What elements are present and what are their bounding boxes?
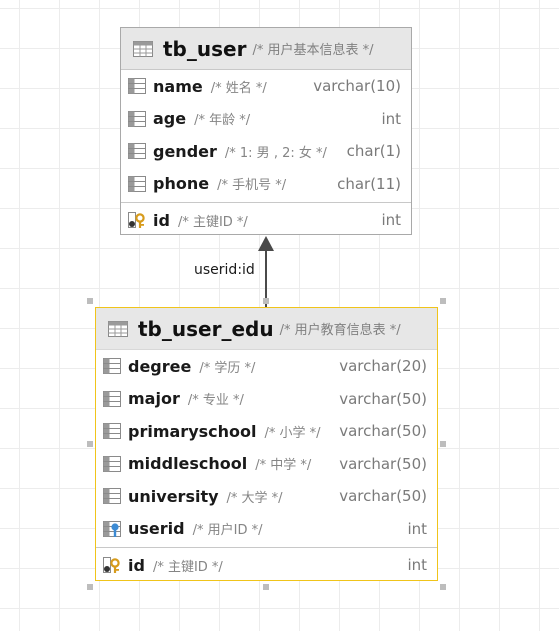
entity-name: tb_user_edu — [138, 316, 274, 341]
column-row-major[interactable]: major /* 专业 */ varchar(50) — [96, 383, 437, 416]
column-comment: /* 大学 */ — [226, 490, 283, 506]
column-name: phone — [153, 174, 210, 194]
column-row-university[interactable]: university /* 大学 */ varchar(50) — [96, 480, 437, 513]
column-icon — [127, 110, 147, 128]
resize-handle-bottom[interactable] — [263, 584, 269, 590]
column-type: char(11) — [337, 174, 401, 193]
entity-header[interactable]: tb_user_edu /* 用户教育信息表 */ — [96, 308, 437, 350]
column-comment: /* 手机号 */ — [217, 178, 287, 194]
column-row-middleschool[interactable]: middleschool /* 中学 */ varchar(50) — [96, 448, 437, 481]
entity-name: tb_user — [163, 36, 247, 61]
column-name: name — [153, 76, 203, 96]
column-type: int — [381, 109, 401, 128]
column-name: university — [128, 486, 219, 506]
column-type: int — [407, 556, 427, 575]
column-comment: /* 中学 */ — [255, 458, 312, 474]
column-icon — [127, 142, 147, 160]
resize-handle-top-right[interactable] — [440, 298, 446, 304]
column-icon — [102, 487, 122, 505]
column-icon — [102, 357, 122, 375]
column-row-degree[interactable]: degree /* 学历 */ varchar(20) — [96, 350, 437, 383]
column-icon — [102, 455, 122, 473]
column-row-name[interactable]: name /* 姓名 */ varchar(10) — [121, 70, 411, 103]
resize-handle-left[interactable] — [87, 441, 93, 447]
resize-handle-bottom-left[interactable] — [87, 584, 93, 590]
column-comment: /* 主键ID */ — [177, 214, 248, 230]
relation-line[interactable] — [265, 250, 267, 308]
table-icon — [108, 320, 128, 337]
column-name: gender — [153, 141, 217, 161]
resize-handle-top-left[interactable] — [87, 298, 93, 304]
column-name: middleschool — [128, 454, 248, 474]
column-row-userid[interactable]: userid /* 用户ID */ int — [96, 513, 437, 546]
column-icon — [102, 422, 122, 440]
column-name: major — [128, 389, 180, 409]
column-type: varchar(50) — [339, 422, 427, 441]
column-type: char(1) — [346, 142, 401, 161]
column-type: varchar(10) — [313, 77, 401, 96]
column-name: userid — [128, 519, 185, 539]
column-name: degree — [128, 356, 192, 376]
resize-handle-right[interactable] — [440, 441, 446, 447]
primary-key-icon — [127, 211, 147, 229]
primary-key-icon — [102, 556, 122, 574]
key-row-id[interactable]: id /* 主键ID */ int — [121, 204, 411, 237]
column-type: varchar(50) — [339, 487, 427, 506]
column-name: id — [128, 555, 145, 575]
column-type: varchar(50) — [339, 454, 427, 473]
key-separator — [96, 547, 437, 548]
column-type: varchar(20) — [339, 357, 427, 376]
column-icon — [102, 390, 122, 408]
column-icon — [127, 175, 147, 193]
column-comment: /* 专业 */ — [187, 393, 244, 409]
entity-header[interactable]: tb_user /* 用户基本信息表 */ — [121, 28, 411, 70]
key-list: id /* 主键ID */ int — [96, 549, 437, 582]
table-icon — [133, 40, 153, 57]
column-comment: /* 姓名 */ — [210, 80, 267, 96]
column-row-primaryschool[interactable]: primaryschool /* 小学 */ varchar(50) — [96, 415, 437, 448]
entity-tb-user[interactable]: tb_user /* 用户基本信息表 */ name /* 姓名 */ varcha… — [120, 27, 412, 235]
relation-arrow-icon — [258, 236, 274, 251]
column-comment: /* 年龄 */ — [194, 113, 251, 129]
column-name: primaryschool — [128, 421, 257, 441]
column-comment: /* 1: 男 , 2: 女 */ — [224, 145, 327, 161]
resize-handle-top[interactable] — [263, 298, 269, 304]
column-row-phone[interactable]: phone /* 手机号 */ char(11) — [121, 168, 411, 201]
foreign-key-icon — [102, 520, 122, 538]
column-name: id — [153, 210, 170, 230]
relation-label: userid:id — [194, 262, 255, 278]
column-comment: /* 用户ID */ — [192, 523, 263, 539]
resize-handle-bottom-right[interactable] — [440, 584, 446, 590]
column-row-age[interactable]: age /* 年龄 */ int — [121, 103, 411, 136]
column-list: degree /* 学历 */ varchar(20) major /* 专业 */ v… — [96, 350, 437, 545]
key-separator — [121, 202, 411, 203]
key-list: id /* 主键ID */ int — [121, 204, 411, 237]
column-type: varchar(50) — [339, 389, 427, 408]
key-row-id[interactable]: id /* 主键ID */ int — [96, 549, 437, 582]
entity-tb-user-edu[interactable]: tb_user_edu /* 用户教育信息表 */ degree /* 学历 */… — [95, 307, 438, 581]
column-comment: /* 学历 */ — [199, 360, 256, 376]
entity-comment: /* 用户基本信息表 */ — [252, 43, 374, 58]
column-type: int — [407, 519, 427, 538]
column-list: name /* 姓名 */ varchar(10) age /* 年龄 */ int g… — [121, 70, 411, 200]
column-icon — [127, 77, 147, 95]
column-type: int — [381, 211, 401, 230]
column-row-gender[interactable]: gender /* 1: 男 , 2: 女 */ char(1) — [121, 135, 411, 168]
column-comment: /* 小学 */ — [264, 425, 321, 441]
column-comment: /* 主键ID */ — [152, 559, 223, 575]
entity-comment: /* 用户教育信息表 */ — [279, 323, 401, 338]
column-name: age — [153, 109, 187, 129]
